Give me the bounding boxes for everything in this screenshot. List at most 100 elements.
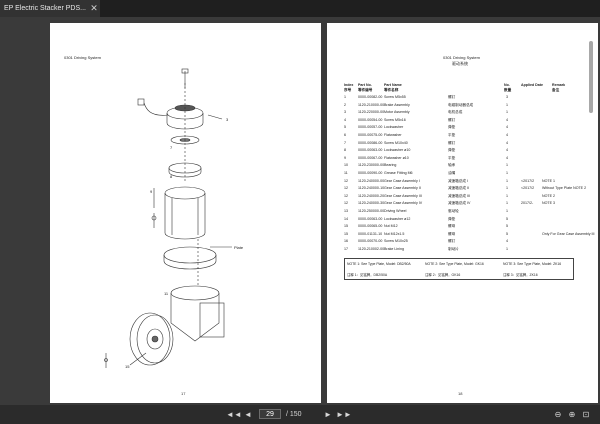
fit-page-icon[interactable]: ⊡ [582,410,590,419]
row-part-name: Brake Lining [384,247,404,251]
row-part-name: Motor Assembly [384,110,410,115]
row-part-name-cn: 减速箱总成 I [448,178,468,183]
row-part-name: Gear Case Assembly II [384,186,421,191]
row-index: 14 [344,216,348,221]
row-part-no: 0000-00086-00 [358,140,383,145]
row-part-name: Bearing [384,163,397,168]
row-part-name-cn: 平垫 [448,133,456,137]
row-qty: 1 [506,247,508,251]
zoom-out-icon[interactable]: ⊖ [554,410,562,419]
row-qty: 4 [506,117,508,122]
row-part-no: 1120-240000-10 [358,186,385,191]
row-part-name-cn: 驱动轮 [448,209,459,213]
row-index: 11 [344,171,348,175]
row-date: <2017/2 [521,186,535,191]
row-part-no: 1120-250000-00 [358,209,385,213]
svg-text:8: 8 [170,174,173,179]
row-index: 13 [344,209,348,213]
header-index-cn: 序号 [344,88,352,92]
prev-page-button[interactable]: ◄ [244,410,252,419]
row-index: 8 [344,148,346,153]
right-page-subtitle: 驱动系统 [452,61,468,66]
row-part-no: 1120-210000-00 [358,102,385,107]
note-3: NOTE 3: See Type Plate, Model: ZK16 [503,262,562,266]
scrollbar[interactable] [589,41,593,113]
row-qty: 1 [506,193,508,198]
row-part-name: Screw M10x25 [384,239,408,244]
row-part-name: Gear Case Assembly I [384,178,420,183]
note-2-cn: 注释 2：见铭牌，GK16 [425,273,461,277]
row-part-no: 0000-00065-00 [358,224,383,229]
row-qty: 4 [506,125,508,130]
row-index: 15 [344,224,348,229]
row-qty: 5 [506,216,508,221]
row-part-no: 0000-00063-00 [358,216,383,221]
close-icon[interactable]: ✕ [90,3,98,13]
header-partno: Part No. [358,83,372,87]
header-qty: No. [504,83,510,87]
row-part-name-cn: 电机总成 [448,110,463,115]
svg-text:3: 3 [226,117,229,122]
row-part-no: 1120-230000-00 [358,163,385,168]
row-index: 6 [344,133,346,137]
note-1-cn: 注释 1：见铭牌，DB2/50A [347,273,388,277]
row-qty: 1 [506,171,508,175]
header-partname-cn: 零件名称 [384,88,399,92]
row-qty: 4 [506,133,508,137]
row-part-no: 1120-240000-20 [358,193,385,198]
row-part-name-cn: 螺母 [448,231,456,236]
row-index: 5 [344,125,346,130]
row-part-name: Flatwasher ø10 [384,155,409,160]
next-page-button[interactable]: ► [324,410,332,419]
row-qty: 4 [506,140,508,145]
left-page-title: 0301 Driving System [64,55,101,60]
row-part-no: 0000-01131-10 [358,231,383,236]
row-part-name: Lockwasher ø10 [384,148,411,153]
page-number-input[interactable]: 29 [259,409,281,419]
row-index: 17 [344,247,348,251]
row-part-name-cn: 螺钉 [448,140,456,145]
row-part-no: 1120-220000-00 [358,110,385,115]
row-part-name-cn: 减速箱总成 II [448,186,469,191]
row-part-name: Lockwasher [384,125,404,130]
document-viewer: 0301 Driving System [0,17,600,405]
row-index: 9 [344,155,346,160]
row-part-no: 0000-00090-00 [358,171,383,175]
row-part-name-cn: 螺钉 [448,239,456,244]
last-page-button[interactable]: ►► [336,410,352,419]
row-part-name: Gear Case Assembly III [384,193,422,198]
row-qty: 5 [506,224,508,229]
notes-box: NOTE 1: See Type Plate, Model: DB2/50A N… [344,258,574,280]
row-part-no: 0000-00070-00 [358,239,383,244]
row-part-name-cn: 螺钉 [448,117,456,122]
row-part-name: Lockwasher ø12 [384,216,411,221]
row-part-no: 1120-240000-30 [358,201,385,206]
header-remark-cn: 备注 [552,88,560,92]
row-index: 12 [344,193,348,198]
header-qty-cn: 数量 [504,88,512,92]
row-part-name-cn: 制动片 [448,247,459,251]
row-qty: 1 [506,201,508,206]
zoom-in-icon[interactable]: ⊕ [568,410,576,419]
header-date: Applied Date [521,83,543,87]
page-right: 0301 Driving System 驱动系统 18 [327,23,598,403]
row-part-no: 0000-00082-00 [358,95,383,99]
document-tab[interactable]: EP Electric Stacker PDS... [0,0,100,17]
first-page-button[interactable]: ◄◄ [226,410,242,419]
row-part-name: Grease Fitting M6 [384,171,413,175]
tab-bar: EP Electric Stacker PDS... ✕ [0,0,600,17]
row-index: 2 [344,102,346,107]
row-qty: 5 [506,231,508,236]
row-part-name-cn: 减速箱总成 IV [448,201,471,206]
